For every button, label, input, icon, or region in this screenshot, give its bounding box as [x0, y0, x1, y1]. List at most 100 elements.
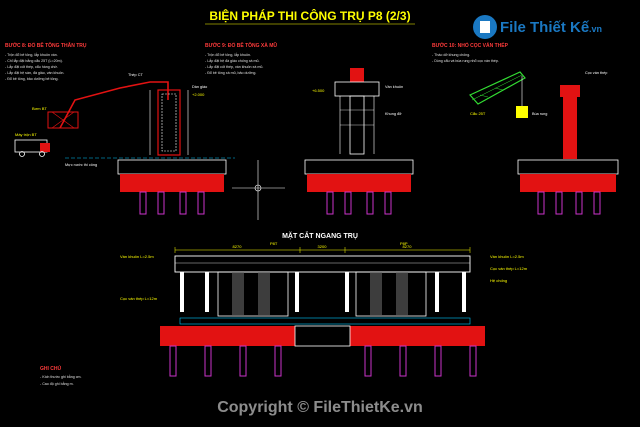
pile-cap — [520, 174, 616, 192]
pile — [157, 191, 165, 215]
pile-group — [326, 191, 392, 215]
logo-domain: .vn — [589, 24, 602, 34]
panel-step-8-notes: - Trộn đổ bê tông, lắp khuôn ván. - Chỉ … — [5, 52, 64, 81]
section-right-label: Cọc ván thép L=12m — [490, 266, 528, 271]
pier-finished: Cọc ván thép — [560, 71, 607, 159]
frame-label: Khung đỡ — [385, 112, 402, 116]
dimension-label: 3200 — [318, 244, 328, 249]
pile — [555, 191, 563, 215]
note-line: - Lắp đặt cốt thép, ván khuôn xà mũ. — [205, 64, 263, 69]
pile — [366, 191, 374, 215]
pile — [384, 191, 392, 215]
formwork-label: Ván khuôn — [385, 85, 403, 89]
pier-shaft — [563, 97, 577, 159]
panel-step-9-heading: BƯỚC 9: ĐỔ BÊ TÔNG XÀ MŨ — [205, 41, 277, 49]
sheet-pile-cofferdam — [517, 159, 619, 175]
pump-boom — [59, 81, 169, 129]
pile — [593, 191, 601, 215]
concrete-pump: Bơm BT — [32, 81, 169, 129]
pile-cap-gap — [294, 325, 351, 347]
water-level-label: Mực nước thi công — [65, 163, 97, 167]
mixer-truck: Máy trộn BT — [14, 132, 50, 157]
pile-cap — [120, 174, 224, 192]
bridge-deck — [174, 255, 471, 273]
logo-text: File Thiết Kế — [500, 19, 590, 36]
elevation-label: +6.500 — [312, 88, 325, 93]
note-line: - Tháo dỡ khung chống. — [432, 53, 470, 57]
crane-boom — [469, 71, 526, 105]
crane-label: Cẩu 25T — [470, 111, 486, 116]
pier-column-step8: Thép CT Dàn giáo +2.000 — [128, 73, 207, 156]
footer-notes: GHI CHÚ - Kích thước ghi bằng cm. - Cao … — [40, 365, 82, 386]
panel-step-10-heading: BƯỚC 10: NHỔ CỌC VÁN THÉP — [432, 41, 509, 49]
note-line: - Đổ bê tông, bảo dưỡng bê tông. — [5, 77, 59, 81]
watermark-logo: File Thiết Kế .vn — [473, 15, 602, 39]
panel-step-9: BƯỚC 9: ĐỔ BÊ TÔNG XÀ MŨ - Trộn đổ bê tô… — [205, 41, 414, 215]
pile — [326, 191, 334, 215]
vibro-label: Búa rung — [532, 112, 547, 116]
pump-body — [47, 111, 79, 129]
note-line: - Kích thước ghi bằng cm. — [40, 374, 82, 379]
pile-group — [139, 191, 205, 215]
truck-cab — [40, 143, 50, 152]
note-line: - Trộn đổ bê tông, lắp khuôn. — [205, 52, 251, 57]
pile-cap-right — [350, 326, 485, 346]
pump-label: Bơm BT — [32, 106, 47, 111]
vibro-hammer-icon — [516, 106, 528, 118]
drawing-title: BIỆN PHÁP THI CÔNG TRỤ P8 (2/3) — [209, 8, 410, 23]
span-left-label: P8T — [270, 241, 278, 246]
truck-label: Máy trộn BT — [15, 132, 37, 137]
pile — [139, 191, 147, 215]
panel-step-8: BƯỚC 8: ĐỔ BÊ TÔNG THÂN TRỤ - Trộn đổ bê… — [5, 41, 235, 215]
panel-step-10-notes: - Tháo dỡ khung chống. - Dùng cẩu và búa… — [432, 53, 499, 63]
pile — [537, 191, 545, 215]
section-pile-group — [169, 345, 477, 377]
note-line: - Lắp đặt cốt thép, cẩu hàng chờ. — [5, 64, 58, 69]
section-left-label: Cọc ván thép L=12m — [120, 296, 158, 301]
logo-document-icon — [480, 21, 490, 33]
rebar-label: Thép CT — [128, 73, 143, 77]
elevation-label: +2.000 — [192, 92, 205, 97]
axis-crosshair — [232, 160, 285, 220]
truck-wheel-icon — [19, 151, 25, 157]
panel-step-10: BƯỚC 10: NHỔ CỌC VÁN THÉP - Tháo dỡ khun… — [432, 41, 619, 215]
note-line: - Lắp đặt hệ sàn, đà giáo, ván khuôn. — [5, 70, 64, 75]
crane: Cẩu 25T Búa rung — [469, 71, 547, 118]
panel-step-8-heading: BƯỚC 8: ĐỔ BÊ TÔNG THÂN TRỤ — [5, 41, 87, 49]
sheet-pile-cofferdam — [304, 159, 414, 175]
pile — [344, 191, 352, 215]
note-line: - Cao độ ghi bằng m. — [40, 381, 74, 386]
pile — [197, 191, 205, 215]
cross-section: MẶT CẮT NGANG TRỤ P8T P8P 8270 3200 8270 — [120, 231, 528, 377]
falsework-columns — [180, 272, 466, 312]
section-heading: MẶT CẮT NGANG TRỤ — [282, 231, 358, 240]
dimension-label: 8270 — [403, 244, 413, 249]
note-line: - Chỉ lắp đặt bằng cẩu 25T (L=20m). — [5, 58, 63, 63]
note-line: - Trộn đổ bê tông, lắp khuôn ván. — [5, 52, 58, 57]
span-right-label: P8P — [400, 241, 408, 246]
section-right-label: Ván khuôn L=2.5m — [490, 254, 524, 259]
panel-step-9-notes: - Trộn đổ bê tông, lắp khuôn. - Lắp đặt … — [205, 52, 263, 75]
pier-crossbeam-step9: Ván khuôn Khung đỡ +6.500 — [312, 68, 403, 155]
pile-label: Cọc ván thép — [585, 71, 607, 75]
dimension-label: 8270 — [233, 244, 243, 249]
sheet-pile-cofferdam — [117, 159, 227, 175]
note-line: - Đổ bê tông xà mũ, bảo dưỡng. — [205, 71, 256, 75]
truck-wheel-icon — [39, 151, 45, 157]
pier-shaft — [157, 89, 181, 156]
pile-cap — [307, 174, 411, 192]
section-right-label: Hệ chống — [490, 278, 507, 283]
pile-cap-left — [160, 326, 295, 346]
rebar-cage — [161, 93, 177, 152]
copyright-watermark: Copyright © FileThietKe.vn — [217, 399, 423, 416]
pier-body-section — [217, 271, 427, 317]
crossbeam — [560, 85, 580, 97]
dimension-chain: 8270 3200 8270 — [174, 244, 471, 253]
crossbeam-formwork — [334, 81, 380, 97]
axis-marker-icon — [254, 184, 262, 192]
pile-group — [537, 191, 601, 215]
formwork-strip — [179, 317, 471, 325]
crossbeam-top — [350, 68, 364, 82]
notes-heading: GHI CHÚ — [40, 365, 62, 372]
